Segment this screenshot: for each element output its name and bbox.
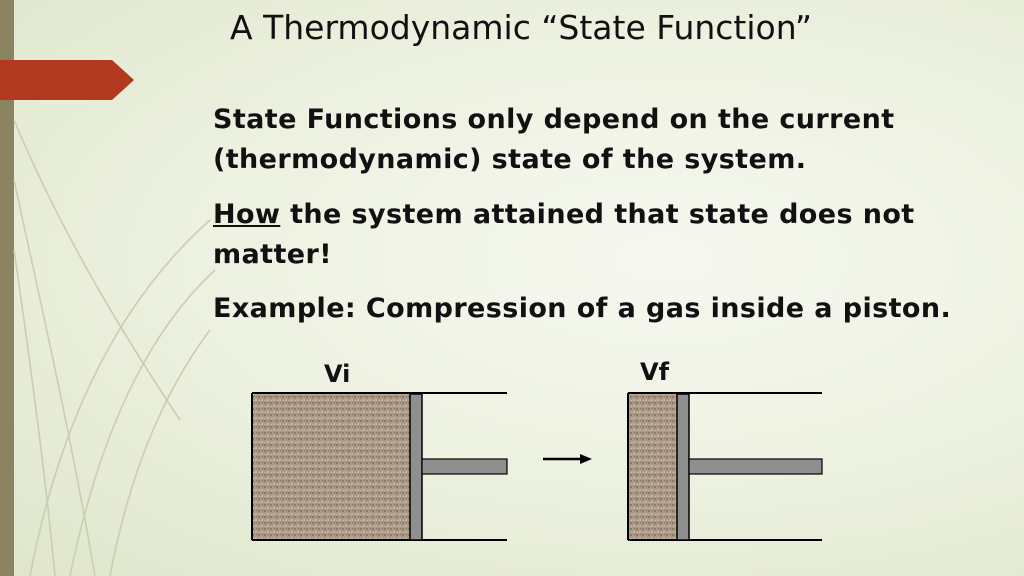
initial-gas — [252, 394, 410, 540]
final-gas — [628, 394, 677, 540]
slide-title: A Thermodynamic “State Function” — [230, 8, 812, 47]
paragraph-state-functions: State Functions only depend on the curre… — [213, 104, 895, 175]
compression-arrow — [543, 454, 592, 464]
left-accent-bar — [0, 0, 14, 576]
initial-piston-head — [409, 393, 423, 541]
initial-cylinder — [251, 392, 508, 541]
final-volume-label: Vf — [640, 358, 670, 386]
initial-volume-label: Vi — [324, 360, 351, 388]
title-accent-arrow — [0, 60, 134, 100]
paragraph-how-rest: the system attained that state does not … — [213, 199, 915, 270]
final-piston-head — [676, 393, 690, 541]
initial-piston-rod — [421, 458, 508, 475]
final-piston-rod — [688, 458, 823, 475]
how-underlined-word: How — [213, 199, 281, 230]
paragraph-how: How the system attained that state does … — [213, 195, 1003, 275]
final-cylinder — [627, 392, 823, 541]
paragraph-example: Example: Compression of a gas inside a p… — [213, 293, 952, 324]
